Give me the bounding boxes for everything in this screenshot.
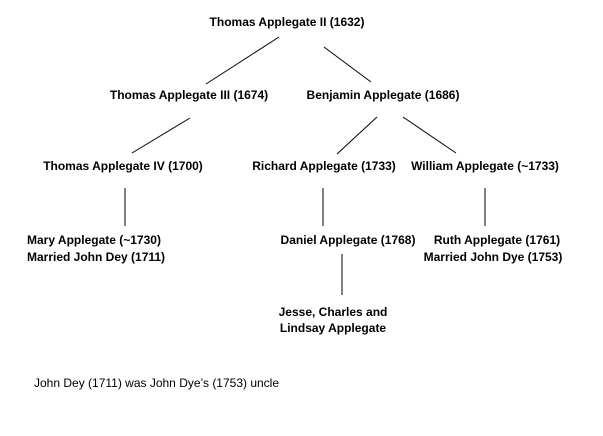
person-ruth-applegate: Ruth Applegate (1761) [433, 233, 561, 247]
person-benjamin-applegate: Benjamin Applegate (1686) [306, 88, 460, 102]
line-benjamin-to-richard [336, 116, 378, 155]
ruth-marriage-note: Married John Dye (1753) [423, 250, 563, 264]
line-thomas-iii-to-thomas-iv [131, 117, 191, 154]
person-daniel-applegate: Daniel Applegate (1768) [280, 233, 416, 247]
person-thomas-applegate-iv: Thomas Applegate IV (1700) [43, 159, 203, 173]
person-jesse-charles-lindsay-applegate: Jesse, Charles and Lindsay Applegate [278, 305, 388, 335]
person-william-applegate: William Applegate (~1733) [411, 159, 559, 173]
line-thomas-ii-to-benjamin [323, 46, 372, 83]
mary-marriage-note: Married John Dey (1711) [27, 250, 166, 264]
person-mary-applegate: Mary Applegate (~1730) [27, 233, 161, 247]
line-thomas-ii-to-thomas-iii [205, 36, 280, 85]
line-benjamin-to-william [402, 116, 457, 154]
person-thomas-applegate-iii: Thomas Applegate III (1674) [109, 88, 269, 102]
person-thomas-applegate-ii: Thomas Applegate II (1632) [209, 15, 365, 29]
relationship-note: John Dey (1711) was John Dye’s (1753) un… [34, 376, 280, 390]
person-richard-applegate: Richard Applegate (1733) [252, 159, 396, 173]
